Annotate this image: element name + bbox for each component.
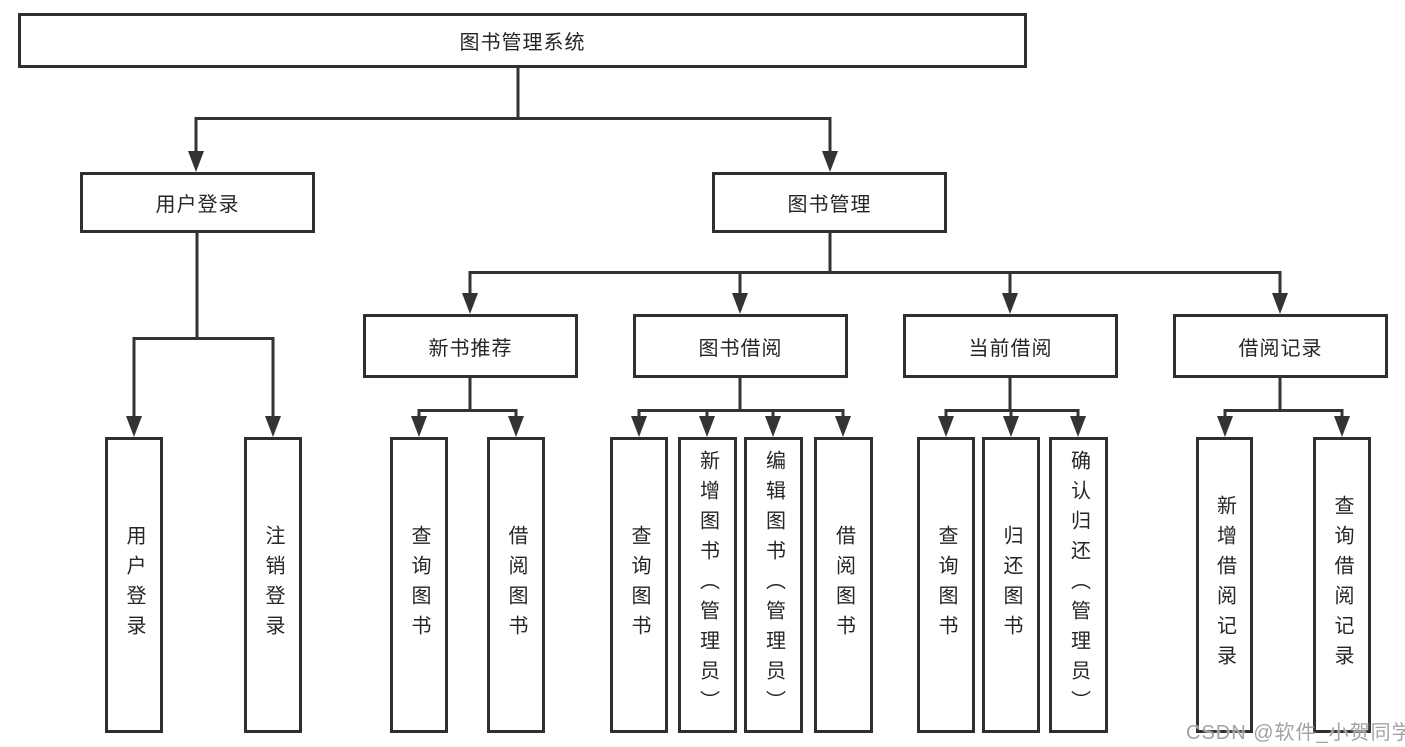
node-user-login-label: 用户登录 (155, 194, 240, 216)
leaf-edit-books-admin-label: 编辑图书（管理员） (762, 450, 785, 720)
leaf-confirm-return-admin: 确认归还（管理员） (1049, 437, 1108, 733)
leaf-query-books-borrow-label: 查询图书 (628, 525, 650, 645)
node-current-borrow-label: 当前借阅 (968, 337, 1053, 360)
node-borrow-records: 借阅记录 (1173, 314, 1388, 378)
leaf-query-books-current-label: 查询图书 (935, 525, 957, 645)
node-current-borrow: 当前借阅 (903, 314, 1118, 378)
leaf-query-books-borrow: 查询图书 (610, 437, 668, 733)
leaf-return-books-label: 归还图书 (1000, 525, 1022, 645)
leaf-add-borrow-record: 新增借阅记录 (1196, 437, 1253, 733)
node-book-management: 图书管理 (712, 172, 947, 233)
leaf-query-books-recommend-label: 查询图书 (408, 525, 430, 645)
leaf-user-login: 用户登录 (105, 437, 163, 733)
leaf-logout-label: 注销登录 (262, 525, 284, 645)
node-book-borrow: 图书借阅 (633, 314, 848, 378)
node-book-management-label: 图书管理 (787, 194, 872, 216)
node-new-book-recommend-label: 新书推荐 (428, 337, 513, 360)
leaf-query-borrow-record: 查询借阅记录 (1313, 437, 1371, 733)
leaf-query-books-recommend: 查询图书 (390, 437, 448, 733)
leaf-logout: 注销登录 (244, 437, 302, 733)
arrowheads (126, 151, 1350, 437)
leaf-borrow-books-label: 借阅图书 (832, 525, 855, 645)
leaf-borrow-books-recommend: 借阅图书 (487, 437, 545, 733)
node-book-borrow-label: 图书借阅 (698, 337, 783, 360)
leaf-query-borrow-record-label: 查询借阅记录 (1331, 495, 1353, 675)
node-user-login: 用户登录 (80, 172, 315, 233)
node-borrow-records-label: 借阅记录 (1238, 337, 1323, 360)
node-root-label: 图书管理系统 (459, 32, 586, 54)
leaf-add-books-admin: 新增图书（管理员） (678, 437, 737, 733)
leaf-query-books-current: 查询图书 (917, 437, 975, 733)
leaf-user-login-label: 用户登录 (123, 525, 145, 645)
csdn-watermark: CSDN @软件_小贺同学 (1186, 722, 1405, 744)
leaf-edit-books-admin: 编辑图书（管理员） (744, 437, 803, 733)
leaf-return-books: 归还图书 (982, 437, 1040, 733)
leaf-borrow-books-recommend-label: 借阅图书 (505, 525, 527, 645)
leaf-add-books-admin-label: 新增图书（管理员） (696, 450, 719, 720)
leaf-confirm-return-admin-label: 确认归还（管理员） (1067, 450, 1090, 720)
node-new-book-recommend: 新书推荐 (363, 314, 578, 378)
leaf-add-borrow-record-label: 新增借阅记录 (1213, 495, 1236, 675)
node-root: 图书管理系统 (18, 13, 1027, 68)
leaf-borrow-books: 借阅图书 (814, 437, 873, 733)
